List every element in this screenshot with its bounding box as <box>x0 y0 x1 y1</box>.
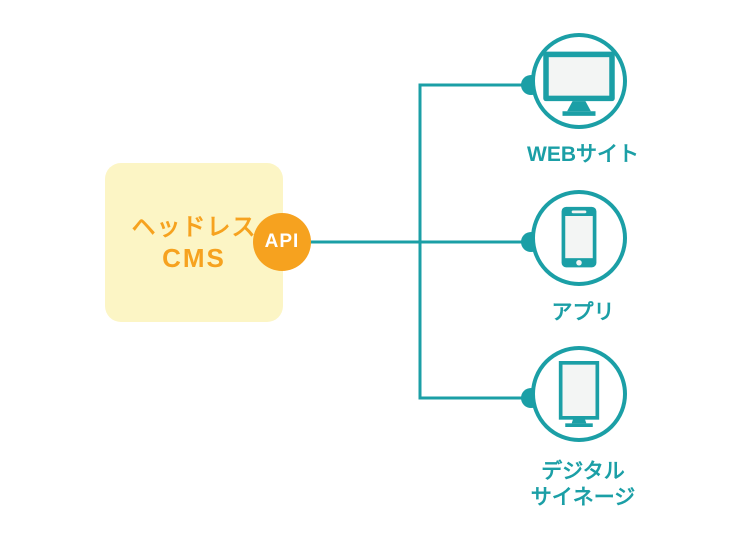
monitor-icon <box>543 51 615 116</box>
node-label-digital-signage: デジタル サイネージ <box>530 460 636 509</box>
cms-title-line2: CMS <box>162 242 226 273</box>
cms-box: ヘッドレス CMS <box>105 163 283 322</box>
signage-icon <box>558 361 600 427</box>
node-digital-signage <box>531 346 627 442</box>
smartphone-icon <box>561 206 597 268</box>
node-label-website: WEBサイト <box>527 143 639 166</box>
node-label-app: アプリ <box>551 301 615 324</box>
api-badge: API <box>253 213 311 271</box>
cms-title-line1: ヘッドレス <box>131 213 257 241</box>
api-label: API <box>264 231 300 252</box>
node-website <box>531 33 627 129</box>
node-app <box>531 190 627 286</box>
